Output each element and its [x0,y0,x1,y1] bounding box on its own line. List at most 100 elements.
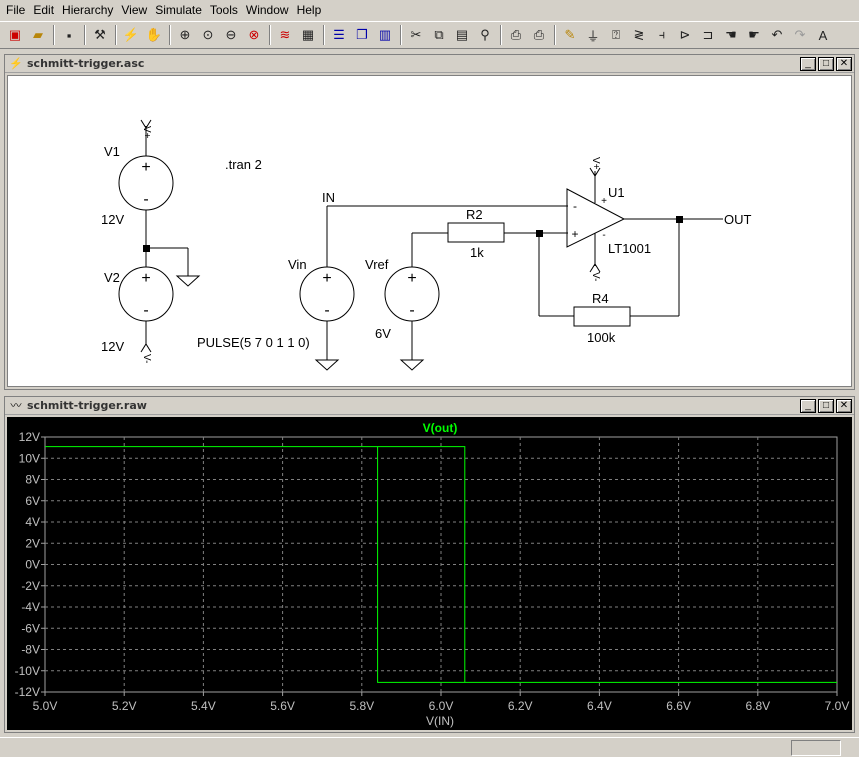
toolbar-separator [169,25,171,45]
x-tick-label: 6.6V [666,699,691,713]
v2-vminus-flag-label: V- [141,354,152,363]
maximize-button[interactable]: □ [818,398,834,413]
vminus-flag [140,343,152,353]
menu-simulate[interactable]: Simulate [155,3,202,17]
y-tick-label: 2V [25,536,40,550]
v2-plus-sign: + [141,270,150,287]
menu-edit[interactable]: Edit [33,3,55,17]
y-tick-label: 8V [25,473,40,487]
schematic-canvas[interactable]: + - + - + - + - - + + - V1 [7,75,852,387]
x-tick-label: 6.8V [745,699,770,713]
menu-help[interactable]: Help [296,3,322,17]
minimize-button[interactable]: _ [800,398,816,413]
minimize-button[interactable]: _ [800,56,816,71]
vminus-flag [589,263,601,273]
undo-icon[interactable]: ↶ [771,27,783,42]
toolbar-separator [84,25,86,45]
zoom-fit-icon[interactable]: ⊙ [202,27,214,42]
y-tick-label: 10V [19,451,40,465]
grid-icon[interactable]: ▦ [301,27,315,42]
r2-resistor-symbol[interactable] [447,222,505,243]
vin-name-label: Vin [288,257,307,272]
menu-view[interactable]: View [121,3,148,17]
y-tick-label: 0V [25,558,40,572]
new-schematic-icon[interactable]: ▣ [8,27,22,42]
open-icon[interactable]: ▰ [33,27,43,42]
run-icon[interactable]: ⚡ [122,27,140,42]
v1-name-label: V1 [104,144,120,159]
draw-wire-icon[interactable]: ✎ [564,27,576,42]
x-tick-label: 5.0V [33,699,58,713]
junction-dot [676,216,683,223]
label-net-icon[interactable]: ⍰ [612,27,620,42]
toolbar-separator [115,25,117,45]
control-panel-icon[interactable]: ⚒ [94,27,106,42]
diode-icon[interactable]: ⊳ [679,27,691,42]
x-tick-label: 5.4V [191,699,216,713]
x-tick-label: 5.8V [349,699,374,713]
vin-minus-sign: - [324,302,329,319]
menu-window[interactable]: Window [245,3,289,17]
toolbar-separator [53,25,55,45]
menu-hierarchy[interactable]: Hierarchy [62,3,114,17]
find-icon[interactable]: ⚲ [480,27,490,42]
text-icon[interactable]: A [818,27,828,43]
y-tick-label: 4V [25,515,40,529]
save-icon[interactable]: ▪ [66,27,72,43]
print-preview-icon[interactable]: ⎙ [510,27,522,42]
paste-icon[interactable]: ▤ [455,27,469,42]
zoom-cancel-icon[interactable]: ⊗ [248,27,260,42]
y-tick-label: -8V [21,643,40,657]
series-line-vout[interactable] [45,446,837,683]
zoom-in-icon[interactable]: ⊕ [179,27,191,42]
resistor-icon[interactable]: ≷ [633,27,645,42]
schematic-window: ⚡ schmitt-trigger.asc _ □ ✕ [4,54,855,390]
component-icon[interactable]: ⊐ [702,27,714,42]
v1-plus-sign: + [141,159,150,176]
zoom-out-icon[interactable]: ⊖ [225,27,237,42]
capacitor-icon[interactable]: ⫞ [658,27,666,42]
y-tick-label: -10V [15,664,40,678]
waveform-titlebar[interactable]: 〰 schmitt-trigger.raw _ □ ✕ [5,397,854,415]
u1-part-label: LT1001 [608,241,651,256]
ground-symbol [175,275,201,287]
status-bar [0,737,859,757]
ground-icon[interactable]: ⏚ [586,28,600,44]
menu-tools[interactable]: Tools [209,3,238,17]
schematic-drawing: + - + - + - + - - + + - V1 [101,119,752,371]
menu-file[interactable]: File [6,3,26,17]
u1-noninverting-sign: + [571,227,578,241]
u1-inverting-sign: - [573,199,577,213]
toolbar-separator [269,25,271,45]
maximize-button[interactable]: □ [818,56,834,71]
cut-icon[interactable]: ✂ [410,27,422,42]
x-tick-label: 7.0V [825,699,850,713]
close-button[interactable]: ✕ [836,56,852,71]
tile-vertical-icon[interactable]: ▥ [378,27,392,42]
halt-icon[interactable]: ✋ [145,27,163,42]
drag-icon[interactable]: ☛ [748,27,760,42]
copy-icon[interactable]: ⧉ [434,27,444,42]
y-tick-label: -12V [15,685,40,699]
autorange-icon[interactable]: ≋ [279,27,291,42]
redo-icon[interactable]: ↷ [794,27,806,42]
vin-plus-sign: + [322,270,331,287]
move-icon[interactable]: ☚ [725,27,737,42]
r4-value-label: 100k [587,330,616,345]
net-in-label: IN [322,190,335,205]
x-tick-label: 6.4V [587,699,612,713]
close-button[interactable]: ✕ [836,398,852,413]
trace-title-vout[interactable]: V(out) [423,421,458,435]
print-icon[interactable]: ⎙ [533,27,545,42]
schematic-titlebar[interactable]: ⚡ schmitt-trigger.asc _ □ ✕ [5,55,854,73]
cascade-icon[interactable]: ❐ [356,27,368,42]
r4-resistor-symbol[interactable] [573,306,631,327]
tran-directive[interactable]: .tran 2 [225,157,262,172]
x-tick-label: 6.0V [429,699,454,713]
tile-horizontal-icon[interactable]: ☰ [333,27,345,42]
r2-name-label: R2 [466,207,483,222]
toolbar-separator [554,25,556,45]
